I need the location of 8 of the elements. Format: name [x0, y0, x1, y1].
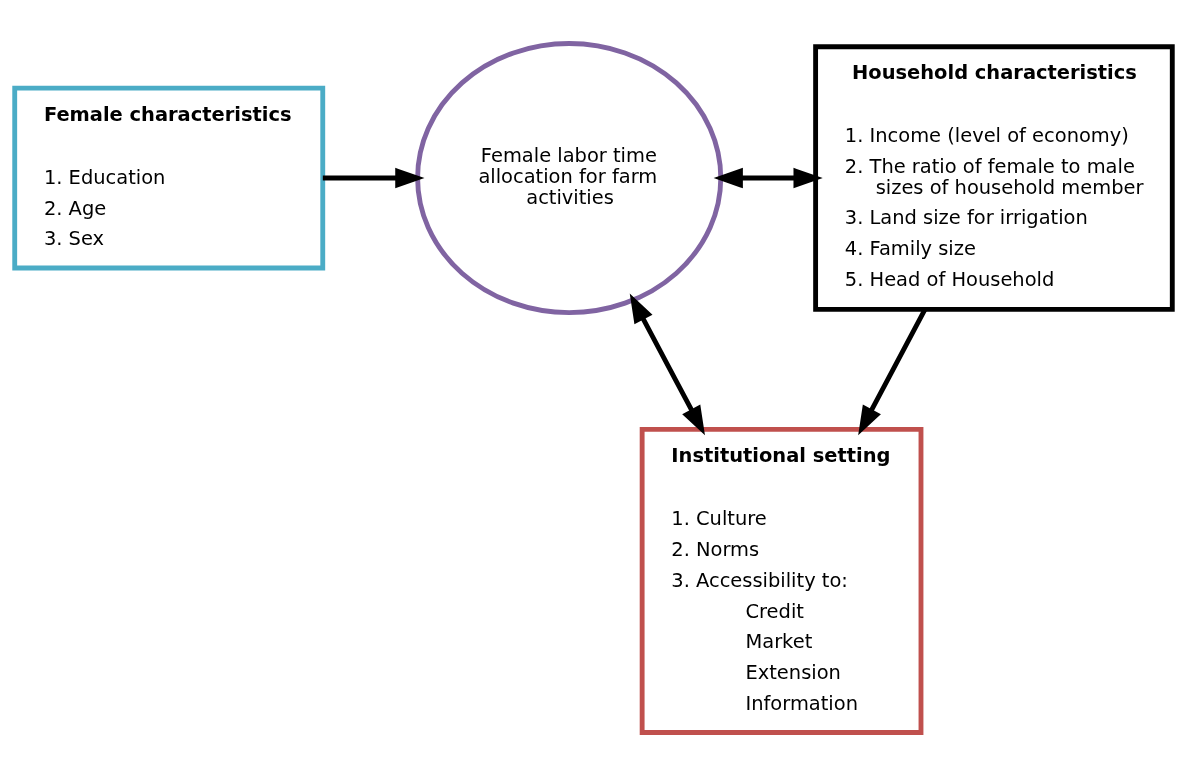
node-ellipse: Female labor time allocation for farm activities	[415, 41, 724, 316]
arrow	[713, 167, 823, 189]
arrow	[858, 308, 928, 436]
node-box: Institutional setting 1. Culture 2. Norms 3. Accessibility to: Credit Market Extension Information	[639, 426, 924, 735]
arrow	[629, 293, 705, 436]
arrow	[322, 167, 425, 189]
node-box: Household characteristics 1. Income (level of economy) 2. The ratio of female to male sizes of household member 3. Land size for irrigation 4. Family size 5. Head of Household	[813, 44, 1175, 312]
node-box: Female characteristics 1. Education 2. Age 3. Sex	[12, 85, 326, 271]
